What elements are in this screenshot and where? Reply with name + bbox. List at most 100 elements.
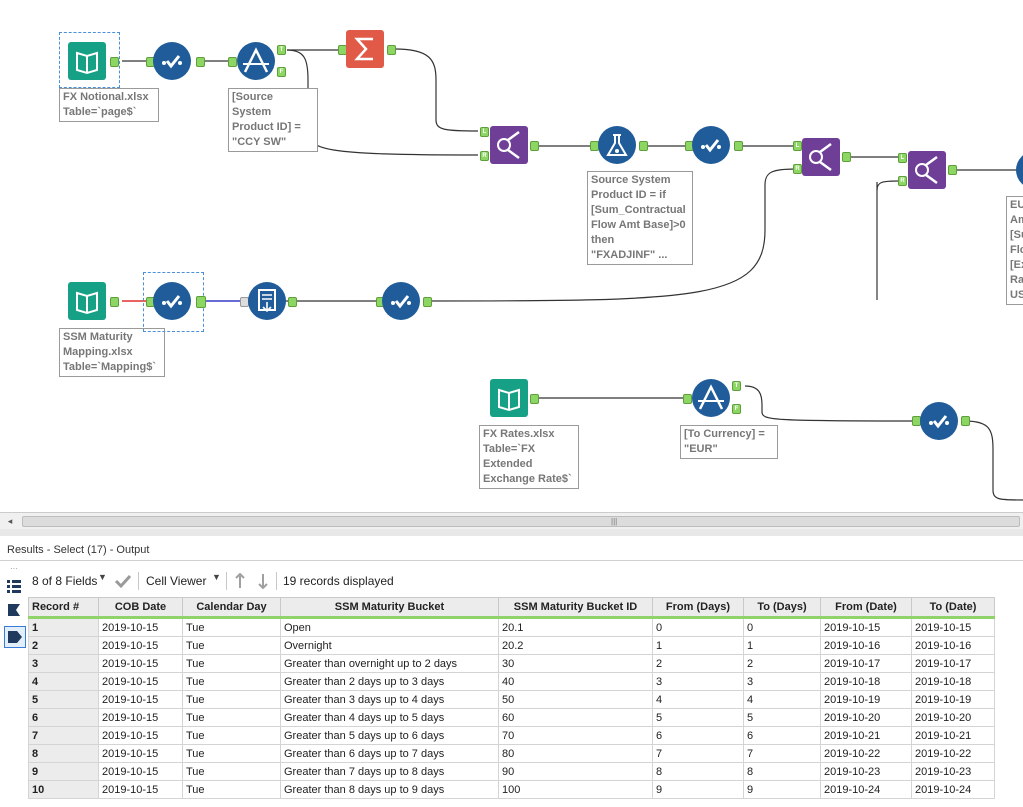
table-cell[interactable]: 2019-10-17	[820, 654, 912, 673]
table-cell[interactable]: 40	[498, 672, 653, 691]
output-anchor[interactable]	[961, 416, 970, 426]
column-header-ssm-maturity-bucket[interactable]: SSM Maturity Bucket	[280, 597, 499, 619]
tag-icon-selected[interactable]	[4, 626, 26, 648]
table-cell[interactable]: 2019-10-18	[911, 672, 995, 691]
table-cell[interactable]: 2019-10-24	[820, 780, 912, 799]
record-number-cell[interactable]: 3	[28, 654, 99, 673]
record-number-cell[interactable]: 9	[28, 762, 99, 781]
table-cell[interactable]: 2019-10-15	[98, 672, 183, 691]
table-cell[interactable]: Tue	[182, 762, 281, 781]
table-cell[interactable]: Overnight	[280, 636, 499, 655]
column-header-from-days[interactable]: From (Days)	[652, 597, 744, 619]
table-cell[interactable]: 2019-10-15	[98, 690, 183, 709]
column-header-record[interactable]: Record #	[28, 597, 99, 619]
left-anchor[interactable]: L	[793, 141, 802, 151]
table-cell[interactable]: 3	[652, 672, 744, 691]
table-cell[interactable]: 3	[743, 672, 821, 691]
false-anchor[interactable]: F	[277, 67, 286, 77]
join-tool[interactable]	[908, 151, 946, 189]
true-anchor[interactable]: T	[732, 381, 741, 391]
table-cell[interactable]: 1	[743, 636, 821, 655]
join-tool[interactable]	[802, 138, 840, 176]
table-cell[interactable]: 2019-10-15	[98, 744, 183, 763]
workflow-canvas[interactable]: FX Notional.xlsx Table=`page$` T F [Sour…	[0, 0, 1023, 512]
table-cell[interactable]: 1	[652, 636, 744, 655]
chevron-down-icon[interactable]: ▼	[98, 572, 107, 582]
table-cell[interactable]: 5	[743, 708, 821, 727]
table-cell[interactable]: 2019-10-18	[820, 672, 912, 691]
input-anchor[interactable]	[683, 394, 692, 404]
input-tool-fx-rates[interactable]	[490, 379, 528, 417]
table-cell[interactable]: 2019-10-23	[820, 762, 912, 781]
table-cell[interactable]: 2019-10-15	[98, 636, 183, 655]
table-cell[interactable]: 4	[743, 690, 821, 709]
output-anchor[interactable]	[387, 45, 396, 55]
record-number-cell[interactable]: 8	[28, 744, 99, 763]
table-cell[interactable]: 2019-10-20	[911, 708, 995, 727]
pane-splitter[interactable]	[0, 529, 1023, 536]
table-cell[interactable]: 60	[498, 708, 653, 727]
column-header-calendar-day[interactable]: Calendar Day	[182, 597, 281, 619]
table-cell[interactable]: 2019-10-21	[820, 726, 912, 745]
table-cell[interactable]: 2019-10-16	[820, 636, 912, 655]
summarize-tool[interactable]	[346, 30, 384, 68]
select-tool[interactable]	[153, 42, 191, 80]
table-cell[interactable]: Tue	[182, 636, 281, 655]
table-cell[interactable]: 2019-10-15	[98, 726, 183, 745]
false-anchor[interactable]: F	[732, 404, 741, 414]
select-tool[interactable]	[920, 402, 958, 440]
table-cell[interactable]: 2019-10-19	[820, 690, 912, 709]
select-tool[interactable]	[382, 282, 420, 320]
filter-tool-eur[interactable]	[692, 379, 730, 417]
table-cell[interactable]: Greater than 3 days up to 4 days	[280, 690, 499, 709]
record-number-cell[interactable]: 1	[28, 617, 99, 637]
table-cell[interactable]: 2019-10-21	[911, 726, 995, 745]
formula-tool[interactable]	[598, 126, 636, 164]
table-cell[interactable]: 8	[743, 762, 821, 781]
output-anchor[interactable]	[639, 141, 648, 151]
left-anchor[interactable]: L	[480, 127, 489, 137]
table-cell[interactable]: 6	[652, 726, 744, 745]
table-cell[interactable]: 100	[498, 780, 653, 799]
table-cell[interactable]: Tue	[182, 617, 281, 637]
table-cell[interactable]: Greater than 4 days up to 5 days	[280, 708, 499, 727]
record-number-cell[interactable]: 4	[28, 672, 99, 691]
table-cell[interactable]: 4	[652, 690, 744, 709]
table-cell[interactable]: 2019-10-19	[911, 690, 995, 709]
multi-row-formula-tool[interactable]	[248, 282, 286, 320]
table-cell[interactable]: Tue	[182, 708, 281, 727]
left-anchor[interactable]: L	[898, 153, 907, 163]
table-cell[interactable]: Tue	[182, 654, 281, 673]
table-cell[interactable]: 0	[743, 617, 821, 637]
table-cell[interactable]: 0	[652, 617, 744, 637]
table-cell[interactable]: 2019-10-20	[820, 708, 912, 727]
table-cell[interactable]: 2019-10-22	[911, 744, 995, 763]
fields-selector[interactable]: 8 of 8 Fields	[32, 574, 98, 588]
right-anchor[interactable]: R	[898, 176, 907, 186]
list-view-icon[interactable]	[6, 578, 22, 594]
table-cell[interactable]: Greater than 8 days up to 9 days	[280, 780, 499, 799]
output-anchor[interactable]	[734, 141, 743, 151]
output-anchor[interactable]	[530, 141, 539, 151]
column-header-cob-date[interactable]: COB Date	[98, 597, 183, 619]
input-tool-fx-notional[interactable]	[68, 42, 106, 80]
table-cell[interactable]: 2019-10-15	[911, 617, 995, 637]
column-header-to-date[interactable]: To (Date)	[911, 597, 995, 619]
checkmark-icon[interactable]	[114, 573, 132, 589]
output-anchor[interactable]	[110, 57, 119, 67]
table-cell[interactable]: Tue	[182, 672, 281, 691]
table-cell[interactable]: 2019-10-17	[911, 654, 995, 673]
table-cell[interactable]: 70	[498, 726, 653, 745]
right-anchor[interactable]: R	[480, 151, 489, 161]
table-cell[interactable]: Greater than 5 days up to 6 days	[280, 726, 499, 745]
table-cell[interactable]: Greater than 2 days up to 3 days	[280, 672, 499, 691]
table-cell[interactable]: 2	[652, 654, 744, 673]
table-cell[interactable]: Greater than 7 days up to 8 days	[280, 762, 499, 781]
